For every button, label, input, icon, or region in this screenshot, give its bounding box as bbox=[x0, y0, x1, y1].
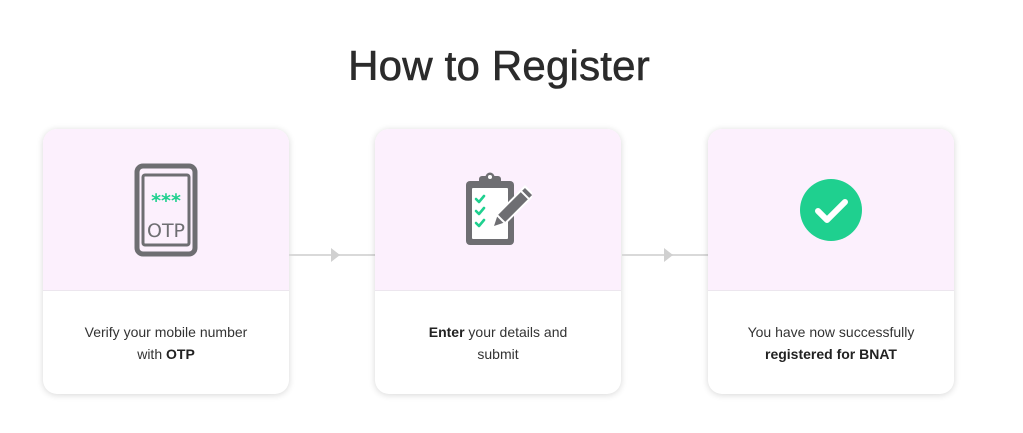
step-card-enter-details: Enter your details and submit bbox=[375, 129, 621, 394]
step-text-line1: your details and bbox=[464, 324, 568, 340]
step-card-icon-area bbox=[375, 129, 621, 291]
step-card-registered: You have now successfully registered for… bbox=[708, 129, 954, 394]
otp-phone-icon: *** OTP bbox=[134, 163, 198, 256]
page-title: How to Register bbox=[348, 42, 650, 90]
step-card-icon-area: *** OTP bbox=[43, 129, 289, 291]
step-text-emphasis: OTP bbox=[166, 346, 195, 362]
step-description: Enter your details and submit bbox=[385, 321, 611, 365]
step-card-icon-area bbox=[708, 129, 954, 291]
otp-label: OTP bbox=[147, 220, 185, 242]
step-text-line2: submit bbox=[477, 346, 519, 362]
step-text-line1: You have now successfully bbox=[747, 324, 915, 340]
arrow-right-icon bbox=[331, 248, 340, 262]
step-text-line2: with bbox=[137, 346, 166, 362]
otp-stars: *** bbox=[151, 190, 181, 212]
arrow-right-icon bbox=[664, 248, 673, 262]
step-text-emphasis: Enter bbox=[428, 324, 465, 340]
step-description: Verify your mobile number with OTP bbox=[53, 321, 279, 365]
check-circle-icon bbox=[800, 178, 862, 241]
step-card-verify-otp: *** OTP Verify your mobile number with O… bbox=[43, 129, 289, 394]
clipboard-checklist-icon bbox=[466, 172, 532, 245]
step-description: You have now successfully registered for… bbox=[718, 321, 944, 365]
step-text-emphasis: registered for BNAT bbox=[765, 346, 897, 362]
step-text-line1: Verify your mobile number bbox=[84, 324, 248, 340]
